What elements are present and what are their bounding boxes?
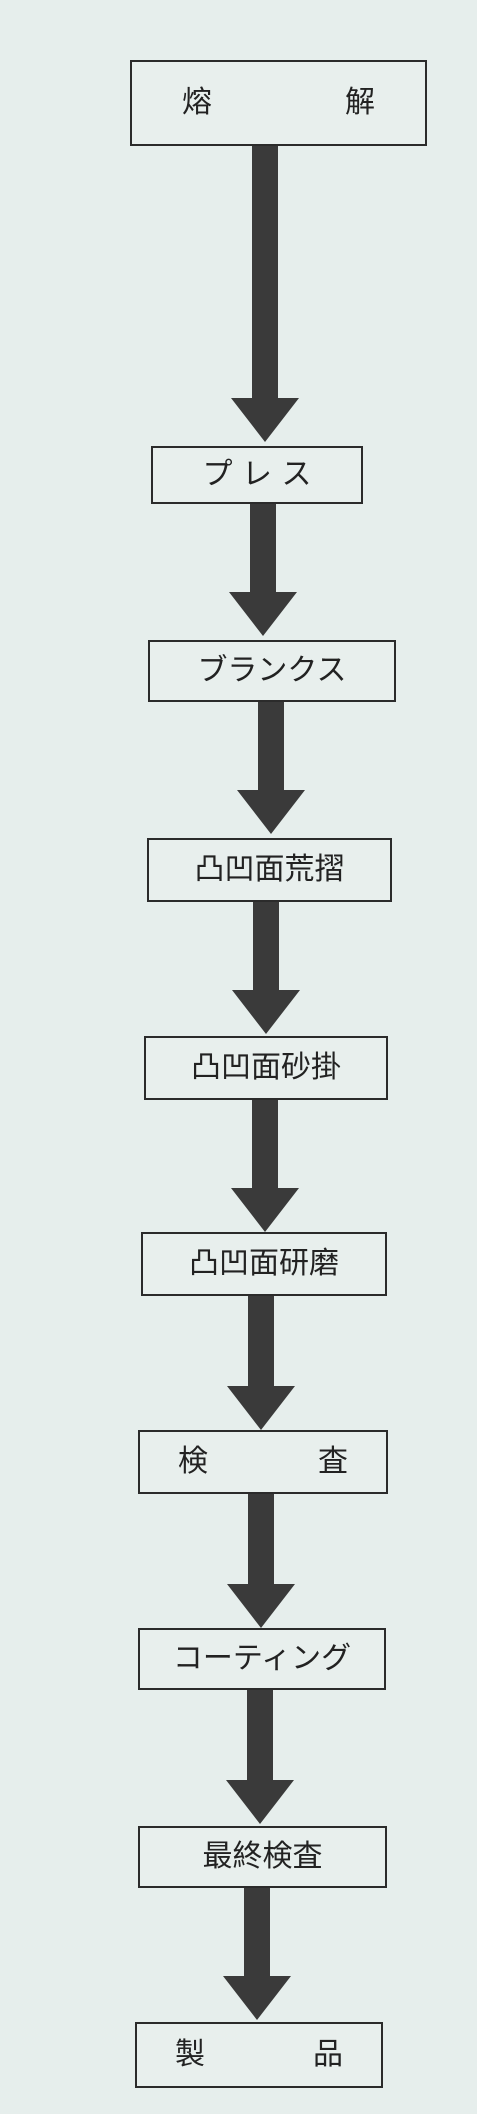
step-blanks-label: ブランクス	[197, 653, 347, 688]
step-sanding: 凸凹面砂掛	[144, 1036, 388, 1100]
flow-arrow-7	[226, 1494, 296, 1628]
flow-arrow-1	[230, 146, 300, 442]
flow-arrow-8	[225, 1690, 295, 1824]
step-press-label: プ レ ス	[202, 457, 312, 492]
step-product-char-1: 製	[175, 2037, 205, 2072]
step-product: 製 品	[135, 2022, 383, 2088]
step-coating-label: コーティング	[172, 1641, 352, 1676]
step-blanks: ブランクス	[148, 640, 396, 702]
flow-arrow-2	[228, 504, 298, 636]
step-coating: コーティング	[138, 1628, 386, 1690]
step-melting: 熔 解	[130, 60, 427, 146]
flow-arrow-9	[222, 1888, 292, 2020]
step-polishing-label: 凸凹面研磨	[189, 1246, 339, 1281]
step-inspection-char-2: 査	[318, 1444, 348, 1479]
step-final-inspection-label: 最終検査	[202, 1839, 323, 1874]
step-rough-grinding: 凸凹面荒摺	[147, 838, 392, 902]
step-polishing: 凸凹面研磨	[141, 1232, 387, 1296]
step-product-char-2: 品	[313, 2037, 343, 2072]
step-rough-grinding-label: 凸凹面荒摺	[194, 852, 345, 887]
step-sanding-label: 凸凹面砂掛	[191, 1050, 341, 1085]
flow-arrow-3	[236, 702, 306, 834]
step-press: プ レ ス	[151, 446, 363, 504]
step-inspection-char-1: 検	[178, 1444, 208, 1479]
flow-arrow-5	[230, 1100, 300, 1232]
step-inspection: 検 査	[138, 1430, 388, 1494]
step-final-inspection: 最終検査	[138, 1826, 387, 1888]
step-melting-char-1: 熔	[182, 85, 212, 120]
flow-arrow-4	[231, 902, 301, 1034]
flow-arrow-6	[226, 1296, 296, 1430]
step-melting-char-2: 解	[345, 85, 375, 120]
